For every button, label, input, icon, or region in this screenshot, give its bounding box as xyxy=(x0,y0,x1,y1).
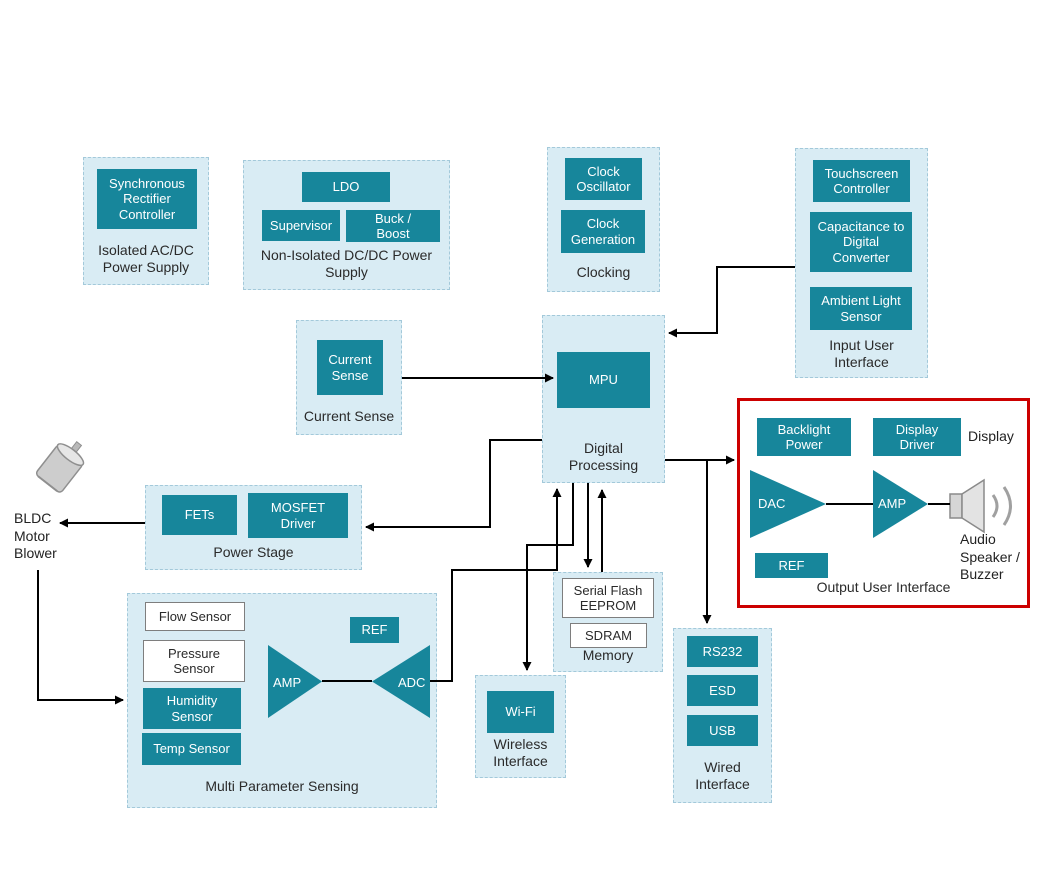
block-dac-triangle[interactable]: DAC xyxy=(750,470,826,538)
group-label-isolated-acdc: Isolated AC/DC Power Supply xyxy=(98,242,194,276)
group-label-current-sense: Current Sense xyxy=(303,408,395,425)
block-mosfet-driver[interactable]: MOSFET Driver xyxy=(248,493,348,538)
block-current-sense[interactable]: Current Sense xyxy=(317,340,383,395)
block-esd[interactable]: ESD xyxy=(687,675,758,706)
block-ambient-light-sensor[interactable]: Ambient Light Sensor xyxy=(810,287,912,330)
group-label-output-user-interface: Output User Interface xyxy=(816,579,951,596)
block-output-amp-triangle[interactable]: AMP xyxy=(873,470,928,538)
sensing-amp-label: AMP xyxy=(273,675,302,690)
adc-shape xyxy=(372,645,430,718)
connector-sensing-to-digital xyxy=(430,488,562,682)
group-label-wireless-interface: Wireless Interface xyxy=(493,736,548,770)
group-label-multi-parameter-sensing: Multi Parameter Sensing xyxy=(205,778,359,795)
block-rs232[interactable]: RS232 xyxy=(687,636,758,667)
block-sensing-ref[interactable]: REF xyxy=(350,617,399,643)
group-label-memory: Memory xyxy=(582,647,634,664)
block-buck-boost[interactable]: Buck / Boost xyxy=(346,210,440,242)
output-amp-shape xyxy=(873,470,928,538)
block-capacitance-to-digital-converter[interactable]: Capacitance to Digital Converter xyxy=(810,212,912,272)
block-output-ref[interactable]: REF xyxy=(755,553,828,578)
adc-label: ADC xyxy=(398,675,426,690)
connector-bldc-to-sensing xyxy=(37,570,124,705)
display-annotation: Display xyxy=(968,428,1014,444)
audio-speaker-icon xyxy=(949,478,1012,534)
connector-input-ui-to-digital xyxy=(668,266,795,338)
output-amp-label: AMP xyxy=(878,496,907,511)
block-wifi[interactable]: Wi-Fi xyxy=(487,691,554,733)
sensing-amp-shape xyxy=(268,645,322,718)
bldc-motor-icon xyxy=(35,441,85,493)
block-ldo[interactable]: LDO xyxy=(302,172,390,202)
block-clock-oscillator[interactable]: Clock Oscillator xyxy=(565,158,642,200)
audio-speaker-annotation: Audio Speaker / Buzzer xyxy=(960,531,1020,582)
block-usb[interactable]: USB xyxy=(687,715,758,746)
group-label-digital-processing: Digital Processing xyxy=(568,440,639,474)
dac-shape xyxy=(750,470,826,538)
group-label-wired-interface: Wired Interface xyxy=(695,759,750,793)
block-synchronous-rectifier-controller[interactable]: Synchronous Rectifier Controller xyxy=(97,169,197,229)
connector-digital-to-power-stage xyxy=(365,439,542,532)
group-label-non-isolated-dcdc: Non-Isolated DC/DC Power Supply xyxy=(260,247,433,281)
group-label-clocking: Clocking xyxy=(576,264,631,281)
block-sensing-amp-triangle[interactable]: AMP xyxy=(268,645,322,718)
block-pressure-sensor: Pressure Sensor xyxy=(143,640,245,682)
block-serial-flash-eeprom: Serial Flash EEPROM xyxy=(562,578,654,618)
block-fets[interactable]: FETs xyxy=(162,495,237,535)
block-sdram: SDRAM xyxy=(570,623,647,648)
block-touchscreen-controller[interactable]: Touchscreen Controller xyxy=(813,160,910,202)
block-clock-generation[interactable]: Clock Generation xyxy=(561,210,645,253)
group-label-power-stage: Power Stage xyxy=(213,544,294,561)
block-adc-triangle[interactable]: ADC xyxy=(372,645,430,718)
block-flow-sensor: Flow Sensor xyxy=(145,602,245,631)
block-supervisor[interactable]: Supervisor xyxy=(262,210,340,241)
group-label-input-user-interface: Input User Interface xyxy=(829,337,894,371)
block-mpu[interactable]: MPU xyxy=(557,352,650,408)
bldc-motor-annotation: BLDC Motor Blower xyxy=(14,510,57,561)
dac-label: DAC xyxy=(758,496,786,511)
block-backlight-power[interactable]: Backlight Power xyxy=(757,418,851,456)
block-temp-sensor[interactable]: Temp Sensor xyxy=(142,733,241,765)
block-humidity-sensor[interactable]: Humidity Sensor xyxy=(143,688,241,729)
block-display-driver[interactable]: Display Driver xyxy=(873,418,961,456)
